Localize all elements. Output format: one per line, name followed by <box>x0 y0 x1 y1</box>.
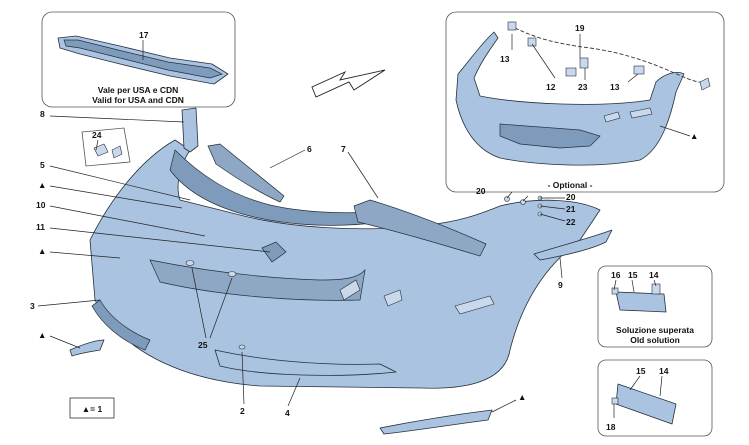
callout-19: 19 <box>575 23 585 33</box>
inset-usa-line2: Valid for USA and CDN <box>92 95 184 105</box>
old-solution-line2: Old solution <box>630 335 680 345</box>
inset-24 <box>81 127 131 167</box>
part-8 <box>181 107 199 153</box>
side-splitter <box>91 299 151 351</box>
inset-optional: 13 19 12 23 13 ▲ - Optional - <box>445 11 725 193</box>
callout-24: 24 <box>92 130 102 140</box>
lower-lip <box>214 349 397 376</box>
inset-current-bracket: 15 14 18 <box>597 359 713 437</box>
part-11 <box>261 241 287 263</box>
callout-25: 25 <box>198 340 208 350</box>
callout-12: 12 <box>546 82 556 92</box>
callout-14b: 14 <box>659 366 669 376</box>
old-solution-bracket <box>615 291 667 313</box>
triangle-marker-1: ▲ <box>38 180 46 190</box>
inset-usa-cdn: 17 Vale per USA e CDN Valid for USA and … <box>41 11 236 108</box>
legend-box: ▲= 1 <box>69 397 115 419</box>
parking-sensor-harness <box>514 27 709 83</box>
optional-label: - Optional - <box>548 180 593 190</box>
callout-4: 4 <box>285 408 290 418</box>
callout-7: 7 <box>341 144 346 154</box>
triangle-marker-opt: ▲ <box>690 131 698 141</box>
callout-22: 22 <box>566 217 576 227</box>
callout-5: 5 <box>40 160 45 170</box>
callout-14a: 14 <box>649 270 659 280</box>
direction-arrow-icon <box>311 69 386 98</box>
callout-8: 8 <box>40 109 45 119</box>
callout-20b: 20 <box>566 192 576 202</box>
callout-9: 9 <box>558 280 563 290</box>
callout-18: 18 <box>606 422 616 432</box>
callout-13a: 13 <box>500 54 510 64</box>
callout-15b: 15 <box>636 366 646 376</box>
triangle-marker-2: ▲ <box>38 246 46 256</box>
grille-mouth <box>149 259 366 301</box>
callout-16: 16 <box>611 270 621 280</box>
inset-usa-line1: Vale per USA e CDN <box>98 85 178 95</box>
triangle-marker-3: ▲ <box>38 330 46 340</box>
callout-11: 11 <box>36 222 45 232</box>
callout-13b: 13 <box>610 82 620 92</box>
part-7 <box>353 199 487 257</box>
callout-20: 20 <box>476 186 486 196</box>
triangle-marker-4: ▲ <box>518 392 526 402</box>
loose-part-bottom <box>379 409 493 435</box>
old-solution-line1: Soluzione superata <box>616 325 694 335</box>
part-9 <box>533 229 613 261</box>
current-bracket <box>615 383 677 425</box>
optional-bumper-grille <box>499 123 601 149</box>
callout-15a: 15 <box>628 270 638 280</box>
inset-old-solution: 16 15 14 Soluzione superata Old solution <box>597 265 713 348</box>
part-6 <box>207 143 285 203</box>
loose-part-left <box>69 339 105 357</box>
callout-21: 21 <box>566 204 576 214</box>
callout-6: 6 <box>307 144 312 154</box>
callout-23: 23 <box>578 82 588 92</box>
callout-17: 17 <box>139 30 149 40</box>
callout-10: 10 <box>36 200 46 210</box>
callout-3: 3 <box>30 301 35 311</box>
legend-text: ▲= 1 <box>82 404 103 414</box>
main-front-bumper <box>89 139 601 389</box>
callout-2: 2 <box>240 406 245 416</box>
